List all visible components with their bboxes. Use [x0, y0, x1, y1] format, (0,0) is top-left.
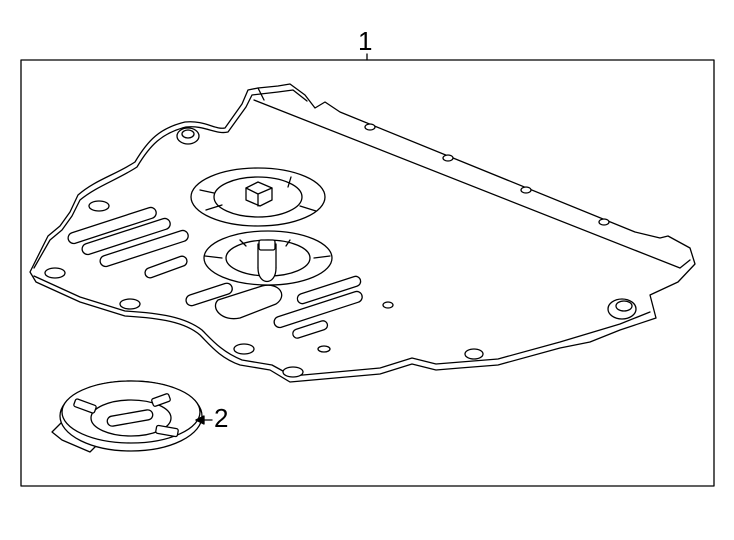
upper-boss	[190, 167, 326, 227]
drain-cover-slot	[106, 409, 154, 427]
skid-plate-edge	[33, 89, 651, 377]
vent-slots-left	[67, 206, 189, 279]
callout-1-label: 1	[358, 26, 373, 56]
drain-cover	[51, 380, 203, 453]
skid-plate-flange	[253, 87, 691, 269]
drain-cover-tab-2	[151, 393, 171, 407]
callout-2-arrow	[195, 415, 213, 425]
vent-slots-center	[185, 275, 363, 339]
callout-2-label: 2	[214, 403, 229, 433]
mounting-holes	[44, 123, 637, 378]
skid-plate	[29, 83, 696, 383]
drain-cover-tab-3	[155, 424, 179, 438]
lower-boss	[203, 230, 333, 286]
drain-cover-tab-1	[73, 398, 97, 414]
skid-plate-outline	[29, 83, 696, 383]
